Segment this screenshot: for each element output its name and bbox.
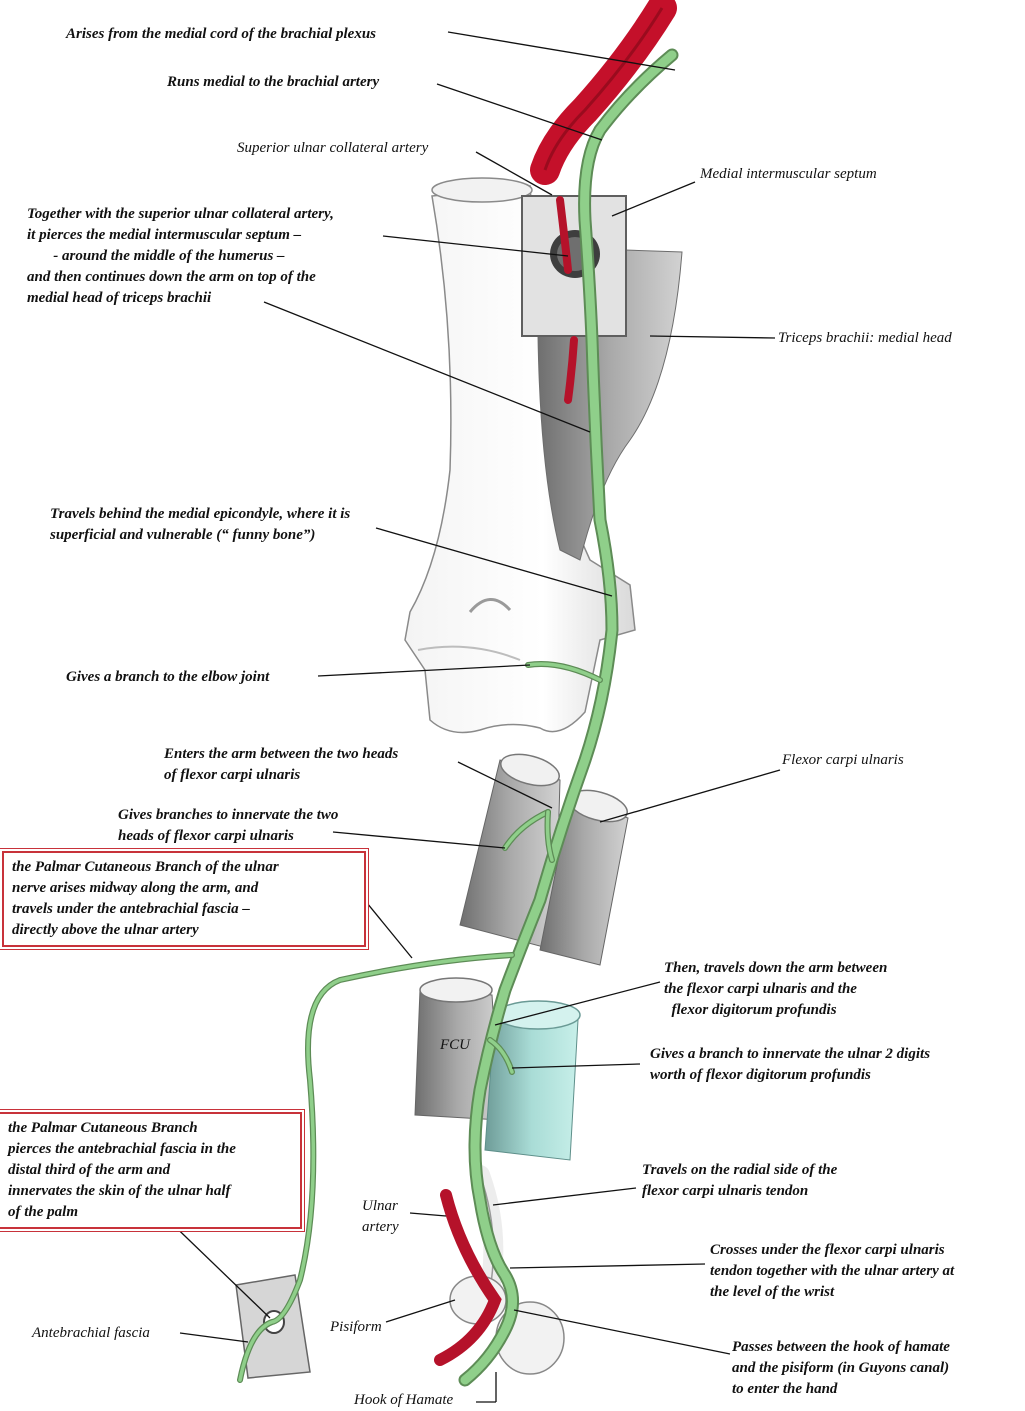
label-ulnar-artery: Ulnar artery	[362, 1196, 399, 1238]
label-hook-of-hamate: Hook of Hamate	[354, 1390, 453, 1411]
label-arises-medial-cord: Arises from the medial cord of the brach…	[66, 24, 376, 45]
label-enters-between-heads: Enters the arm between the two heads of …	[164, 744, 398, 786]
label-pierces-septum: Together with the superior ulnar collate…	[27, 204, 334, 309]
label-branch-fdp: Gives a branch to innervate the ulnar 2 …	[650, 1044, 930, 1086]
label-between-fcu-fdp: Then, travels down the arm between the f…	[664, 958, 887, 1021]
label-medial-intermuscular-septum: Medial intermuscular septum	[700, 164, 877, 185]
label-crosses-under-tendon: Crosses under the flexor carpi ulnaris t…	[710, 1240, 954, 1303]
label-guyons-canal: Passes between the hook of hamate and th…	[732, 1337, 950, 1400]
label-medial-epicondyle: Travels behind the medial epicondyle, wh…	[50, 504, 350, 546]
label-radial-side-tendon: Travels on the radial side of the flexor…	[642, 1160, 837, 1202]
label-runs-medial-brachial-artery: Runs medial to the brachial artery	[167, 72, 379, 93]
callout-palmar-branch-arises: the Palmar Cutaneous Branch of the ulnar…	[2, 851, 366, 947]
label-palmar-branch-pierces: the Palmar Cutaneous Branch pierces the …	[0, 1114, 300, 1227]
label-triceps-medial-head: Triceps brachii: medial head	[778, 328, 952, 349]
label-branch-elbow-joint: Gives a branch to the elbow joint	[66, 667, 269, 688]
label-antebrachial-fascia: Antebrachial fascia	[32, 1323, 150, 1344]
label-branches-fcu-heads: Gives branches to innervate the two head…	[118, 805, 338, 847]
flexor-carpi-ulnaris-heads	[460, 749, 631, 965]
label-fcu: FCU	[440, 1035, 470, 1056]
label-superior-ulnar-collateral-artery: Superior ulnar collateral artery	[237, 138, 428, 159]
label-pisiform: Pisiform	[330, 1317, 382, 1338]
medial-intermuscular-septum-shape	[522, 196, 626, 336]
label-flexor-carpi-ulnaris: Flexor carpi ulnaris	[782, 750, 904, 771]
callout-palmar-branch-pierces: the Palmar Cutaneous Branch pierces the …	[0, 1112, 302, 1229]
label-palmar-branch-arises: the Palmar Cutaneous Branch of the ulnar…	[4, 853, 364, 945]
